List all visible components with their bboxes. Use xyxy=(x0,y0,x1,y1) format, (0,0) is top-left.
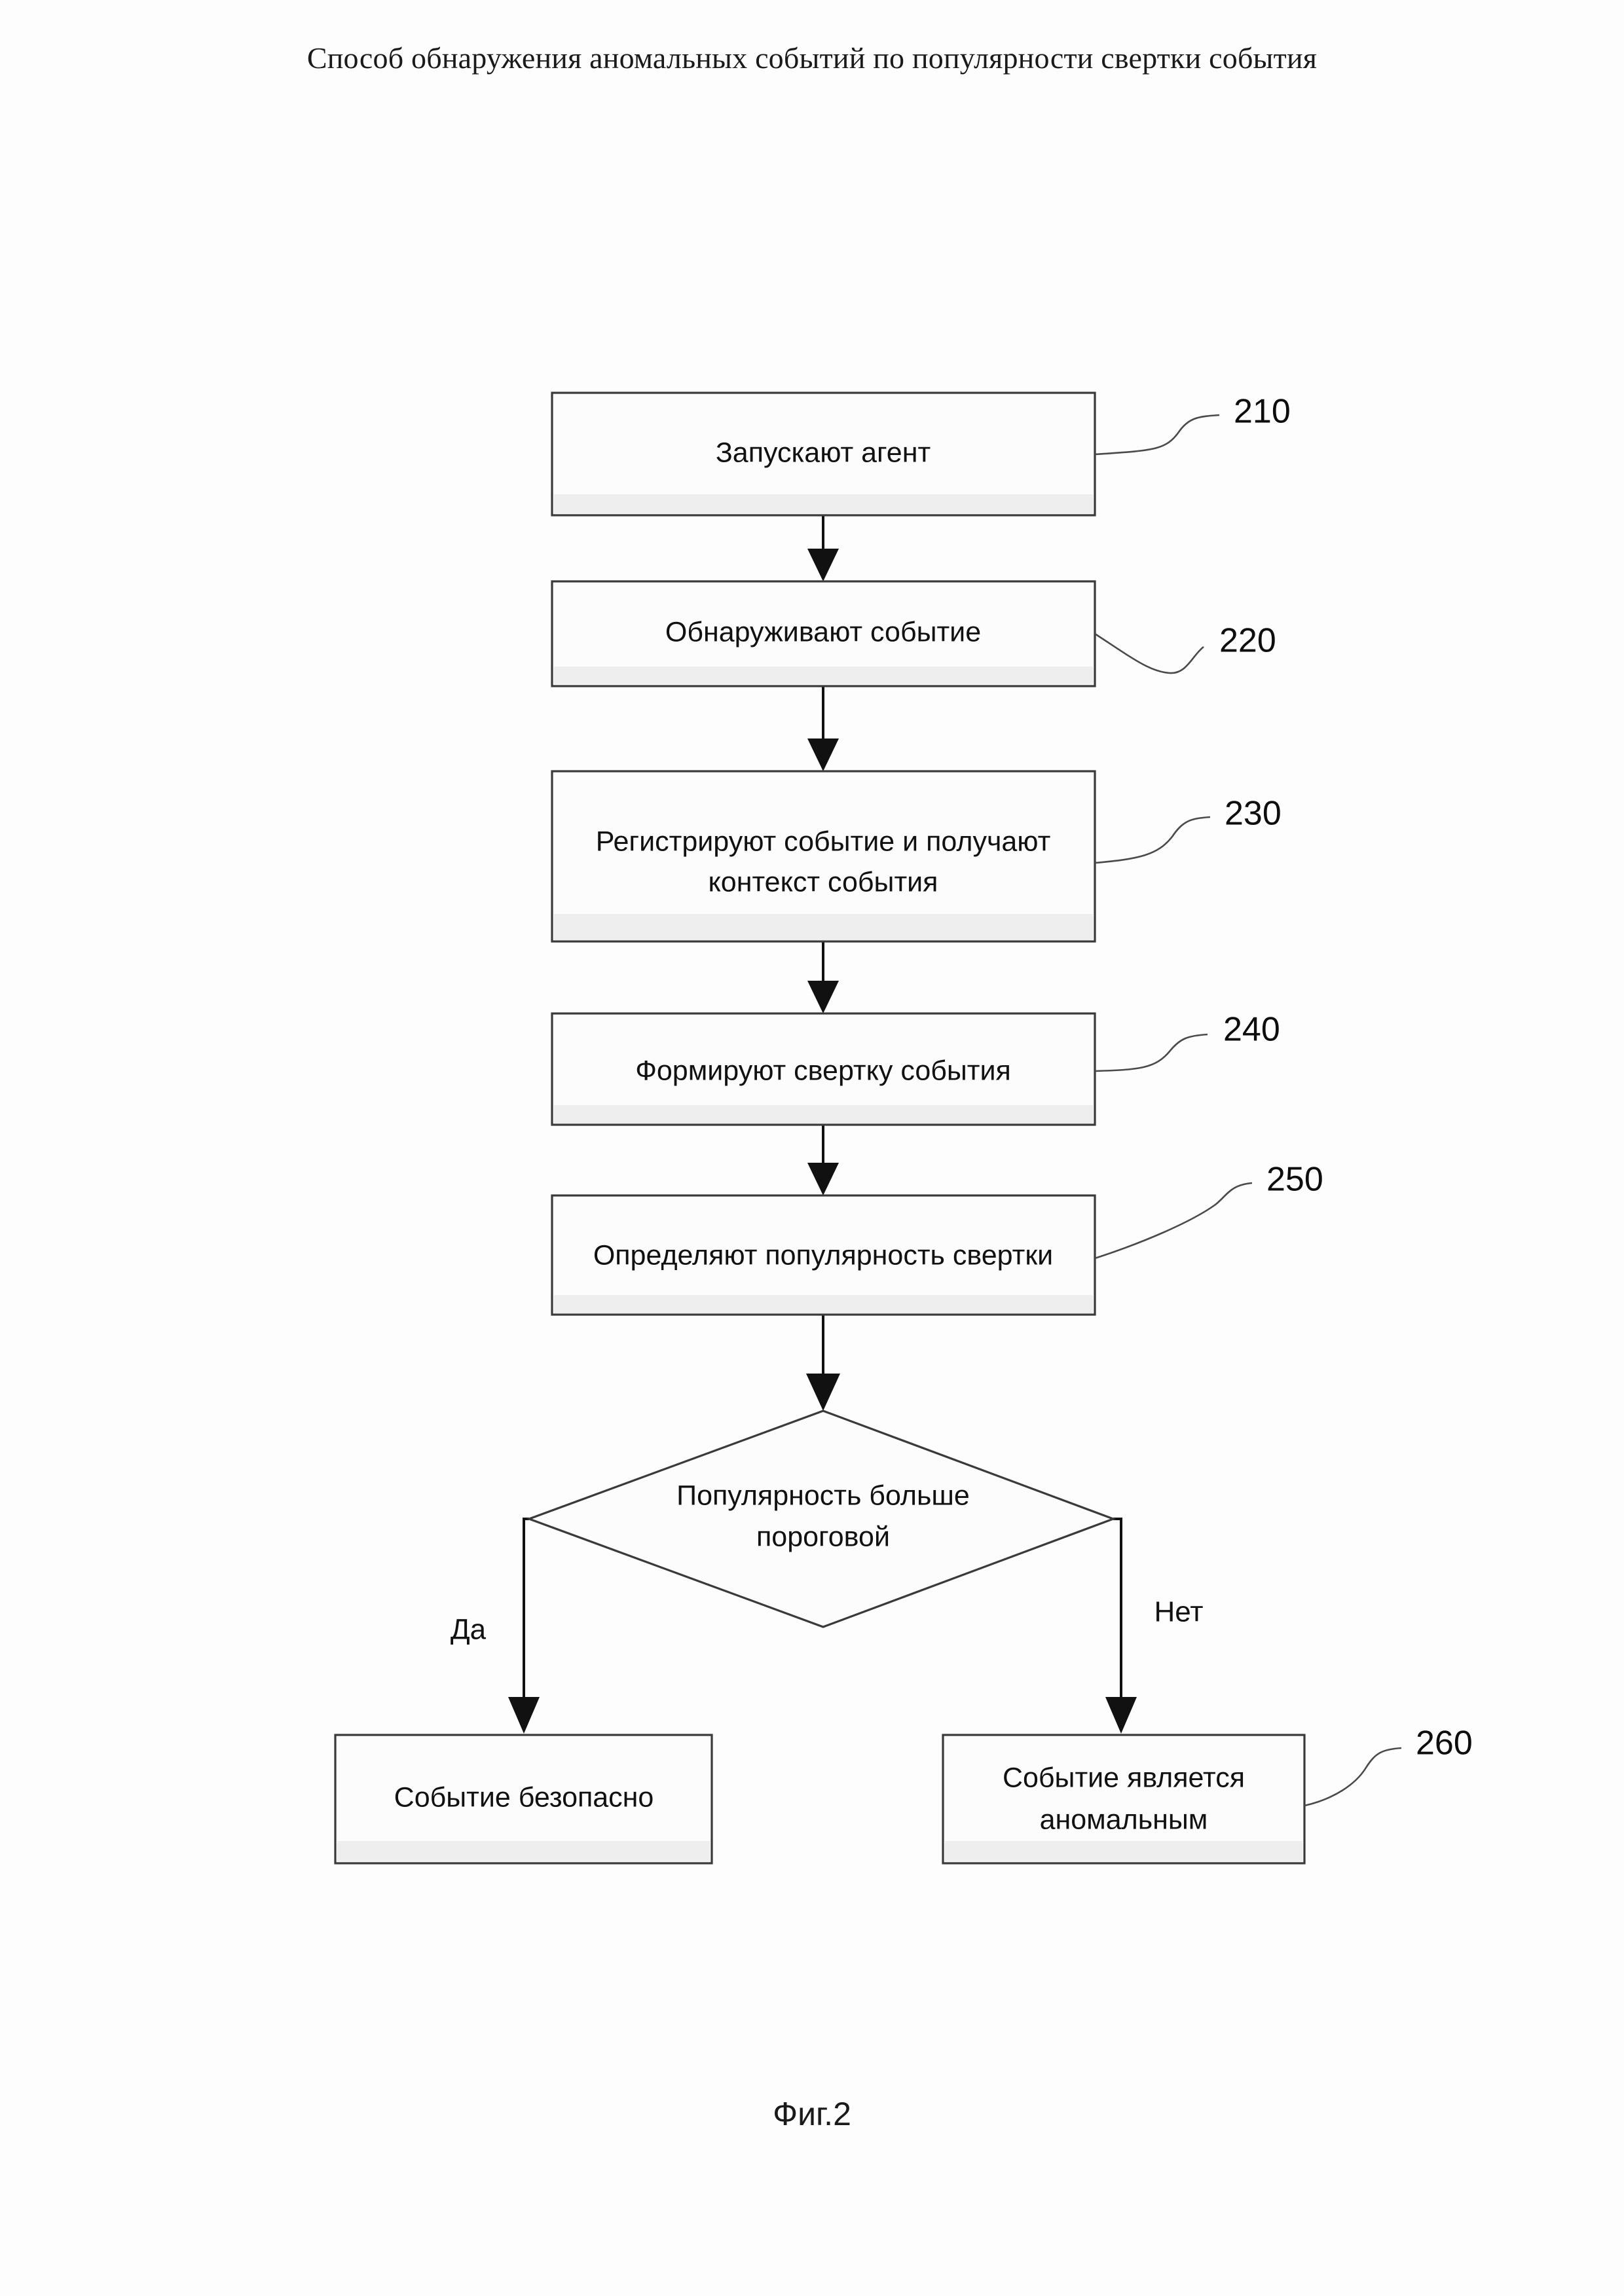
node-decision-line-0: Популярность больше xyxy=(676,1480,970,1511)
node-step-230-line-0: Регистрируют событие и получают xyxy=(596,826,1051,857)
node-step-230-line-1: контекст события xyxy=(709,866,938,898)
node-result-anomalous[interactable]: Событие является аномальным xyxy=(942,1734,1306,1865)
node-decision-line-1: пороговой xyxy=(756,1521,890,1552)
ref-number-260: 260 xyxy=(1416,1724,1473,1762)
connector-240-to-250 xyxy=(807,1125,839,1195)
node-result-safe-line-0: Событие безопасно xyxy=(394,1781,654,1813)
node-step-240[interactable]: Формируют свертку события xyxy=(551,1012,1096,1126)
connector-210-to-220 xyxy=(807,515,839,581)
connector-250-to-decision xyxy=(806,1315,840,1411)
node-result-anomalous-line-0: Событие является xyxy=(1003,1762,1245,1793)
ref-number-240: 240 xyxy=(1223,1011,1280,1049)
ref-number-220: 220 xyxy=(1219,622,1276,660)
node-result-anomalous-line-1: аномальным xyxy=(1040,1804,1208,1835)
ref-leader-230: 230 xyxy=(1094,795,1282,864)
node-step-210-line-0: Запускают агент xyxy=(716,437,931,468)
ref-number-250: 250 xyxy=(1266,1161,1323,1199)
node-step-250-line-0: Определяют популярность свертки xyxy=(593,1239,1053,1271)
branch-label-no: Нет xyxy=(1154,1596,1204,1628)
node-decision[interactable]: Популярность больше пороговой xyxy=(526,1410,1116,1628)
node-step-220[interactable]: Обнаруживают событие xyxy=(551,580,1096,687)
node-result-safe[interactable]: Событие безопасно xyxy=(334,1734,713,1865)
connector-230-to-240 xyxy=(807,941,839,1013)
node-step-250[interactable]: Определяют популярность свертки xyxy=(551,1194,1096,1316)
ref-number-230: 230 xyxy=(1225,795,1282,833)
page-title: Способ обнаружения аномальных событий по… xyxy=(306,41,1318,75)
node-step-210[interactable]: Запускают агент xyxy=(551,392,1096,517)
ref-leader-250: 250 xyxy=(1094,1161,1323,1260)
ref-leader-240: 240 xyxy=(1094,1011,1280,1072)
ref-leader-210: 210 xyxy=(1094,393,1291,456)
node-step-220-line-0: Обнаруживают событие xyxy=(665,616,981,647)
node-step-240-line-0: Формируют свертку события xyxy=(635,1055,1011,1086)
ref-leader-260: 260 xyxy=(1304,1724,1473,1807)
ref-number-210: 210 xyxy=(1234,393,1291,431)
ref-leader-220: 220 xyxy=(1094,622,1276,674)
connector-decision-no xyxy=(1105,1518,1137,1734)
connector-220-to-230 xyxy=(807,686,839,771)
node-step-230[interactable]: Регистрируют событие и получают контекст… xyxy=(551,770,1096,943)
branch-label-yes: Да xyxy=(451,1614,487,1646)
connector-decision-yes xyxy=(508,1518,540,1734)
figure-caption: Фиг.2 xyxy=(773,2096,851,2132)
